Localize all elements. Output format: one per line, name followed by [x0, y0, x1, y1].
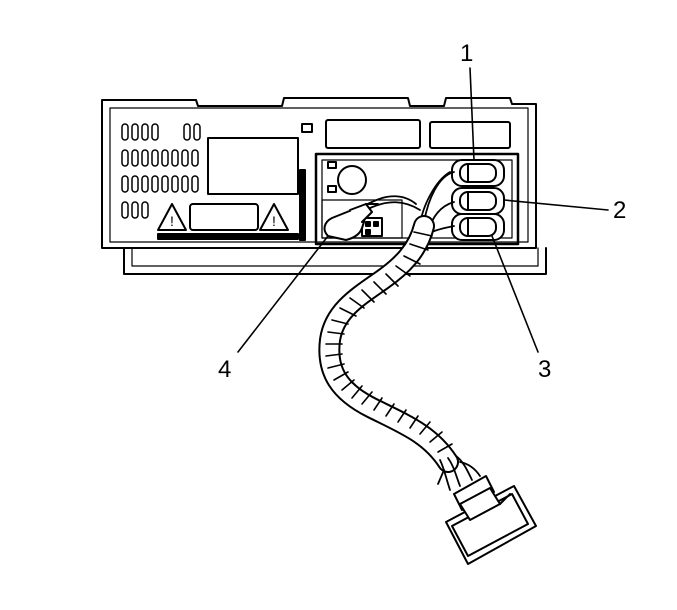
warning-triangle-icon: !	[260, 204, 288, 230]
leader-line-3	[492, 236, 538, 352]
vent-slots	[122, 124, 200, 218]
connector-2	[452, 188, 504, 214]
top-openings	[302, 120, 510, 148]
callout-4: 4	[218, 356, 232, 383]
svg-text:!: !	[170, 213, 174, 229]
connector-1	[452, 160, 504, 186]
svg-text:!: !	[272, 213, 276, 229]
wiring-harness	[326, 226, 452, 462]
harness-end-connector	[446, 476, 536, 564]
connector-recess	[316, 154, 518, 244]
callout-3: 3	[538, 356, 552, 383]
callout-2: 2	[613, 197, 627, 224]
connector-3	[452, 214, 504, 240]
warning-triangle-icon: !	[158, 204, 186, 230]
plug-wires	[438, 456, 480, 490]
leader-line-2	[504, 200, 608, 210]
callout-1: 1	[460, 40, 474, 67]
label-plate	[158, 138, 305, 240]
leader-line-1	[470, 68, 474, 160]
leader-lines	[238, 68, 608, 352]
antenna-plug	[325, 204, 378, 240]
leader-line-4	[238, 236, 328, 352]
